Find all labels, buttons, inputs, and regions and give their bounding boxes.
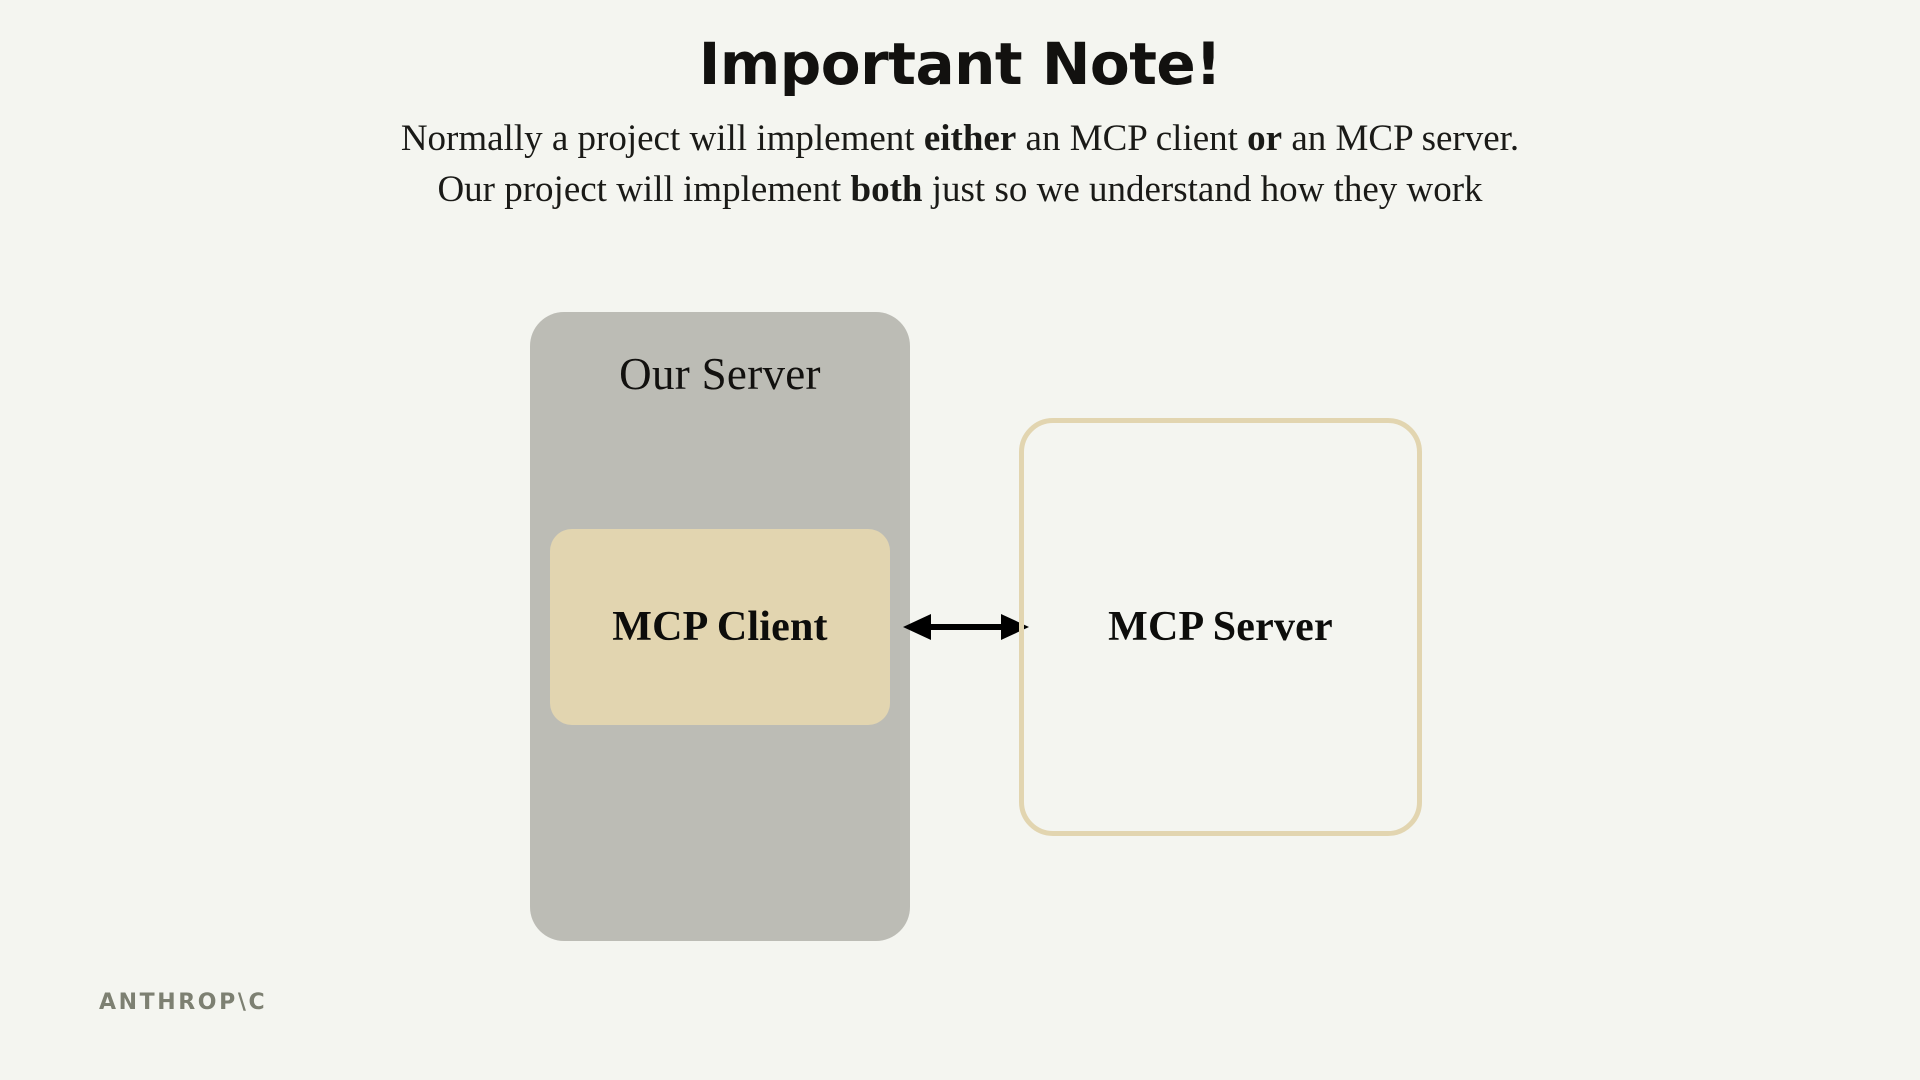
subtitle-emphasis: or xyxy=(1247,117,1283,159)
subtitle-text: just so we understand how they work xyxy=(922,168,1483,210)
subtitle-text: Normally a project will implement xyxy=(400,117,924,159)
slide-header: Important Note! Normally a project will … xyxy=(0,0,1920,215)
mcp-client-box: MCP Client xyxy=(550,529,890,725)
subtitle-text: an MCP client xyxy=(1016,117,1248,159)
mcp-server-label: MCP Server xyxy=(1108,604,1333,650)
our-server-label: Our Server xyxy=(619,349,821,399)
anthropic-logo: ANTHROP\C xyxy=(99,990,268,1015)
subtitle-text: Our project will implement xyxy=(437,168,851,210)
our-server-container: Our Server MCP Client xyxy=(530,312,910,941)
bidirectional-arrow-icon xyxy=(903,614,1029,640)
mcp-server-box: MCP Server xyxy=(1019,418,1422,836)
subtitle-emphasis: either xyxy=(923,117,1017,159)
subtitle-emphasis: both xyxy=(850,168,923,210)
mcp-client-label: MCP Client xyxy=(612,604,828,650)
subtitle-line-2: Our project will implement both just so … xyxy=(0,164,1920,215)
subtitle-line-1: Normally a project will implement either… xyxy=(0,113,1920,164)
page-title: Important Note! xyxy=(698,30,1222,98)
subtitle-text: an MCP server. xyxy=(1282,117,1520,159)
slide-subtitle: Normally a project will implement either… xyxy=(0,95,1920,215)
